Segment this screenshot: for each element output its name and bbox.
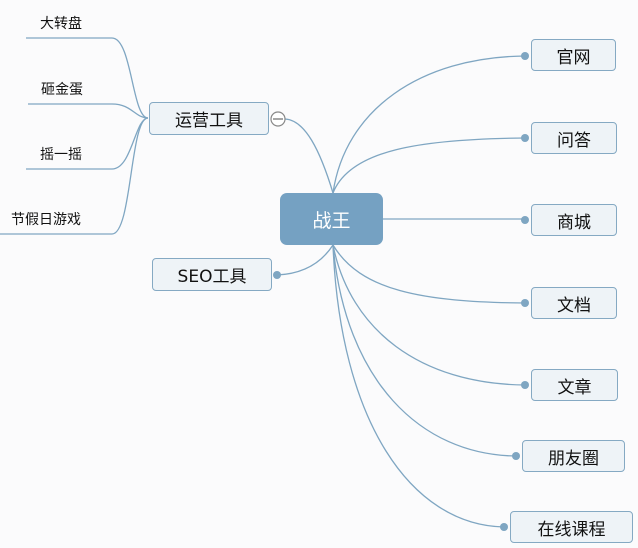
edge-root-guanwang xyxy=(332,55,526,194)
node-label: 朋友圈 xyxy=(548,448,599,469)
node-guanwang[interactable]: 官网 xyxy=(531,39,616,71)
edge-leaf-2 xyxy=(28,103,149,119)
edge-leaf-4 xyxy=(0,117,149,235)
leaf-holiday-games[interactable]: 节假日游戏 xyxy=(11,212,81,228)
connector-dot xyxy=(521,299,529,307)
node-label: 文章 xyxy=(557,377,592,398)
node-pengyouquan[interactable]: 朋友圈 xyxy=(522,440,625,472)
node-label: 问答 xyxy=(557,130,591,151)
connector-dot xyxy=(500,523,508,531)
node-seo-tools[interactable]: SEO工具 xyxy=(152,258,272,291)
connector-dot xyxy=(521,134,529,142)
leaf-yaoyiyao[interactable]: 摇一摇 xyxy=(40,147,82,163)
node-shangcheng[interactable]: 商城 xyxy=(531,204,617,236)
node-wenzhang[interactable]: 文章 xyxy=(531,369,618,401)
connector-dot xyxy=(521,52,529,60)
node-zaixian-kecheng[interactable]: 在线课程 xyxy=(510,511,633,543)
edge-root-wendang xyxy=(332,244,526,304)
node-label: SEO工具 xyxy=(177,267,247,287)
connector-dot xyxy=(512,452,520,460)
node-label: 官网 xyxy=(556,47,591,68)
collapse-icon[interactable] xyxy=(270,111,286,127)
node-label: 商城 xyxy=(557,212,591,233)
edge-root-seo xyxy=(276,244,334,276)
edge-root-pengyouquan xyxy=(332,244,517,457)
node-label: 在线课程 xyxy=(537,519,606,540)
edge-leaf-1 xyxy=(26,37,149,119)
edge-root-yunying xyxy=(284,118,334,194)
root-label: 战王 xyxy=(312,209,351,232)
edge-root-wenda xyxy=(332,137,526,194)
connector-dot xyxy=(521,381,529,389)
leaf-dazhuanpan[interactable]: 大转盘 xyxy=(40,16,82,32)
leaf-zajindan[interactable]: 砸金蛋 xyxy=(41,82,83,98)
edge-root-zaixian xyxy=(332,244,505,528)
root-node[interactable]: 战王 xyxy=(280,193,383,245)
edge-root-wenzhang xyxy=(332,244,526,386)
connector-dot xyxy=(273,271,281,279)
node-wendang[interactable]: 文档 xyxy=(531,287,617,319)
node-label: 文档 xyxy=(557,295,591,316)
node-wenda[interactable]: 问答 xyxy=(531,122,617,154)
node-label: 运营工具 xyxy=(175,111,243,131)
connector-dot xyxy=(521,216,529,224)
node-yunying-tools[interactable]: 运营工具 xyxy=(149,102,269,135)
